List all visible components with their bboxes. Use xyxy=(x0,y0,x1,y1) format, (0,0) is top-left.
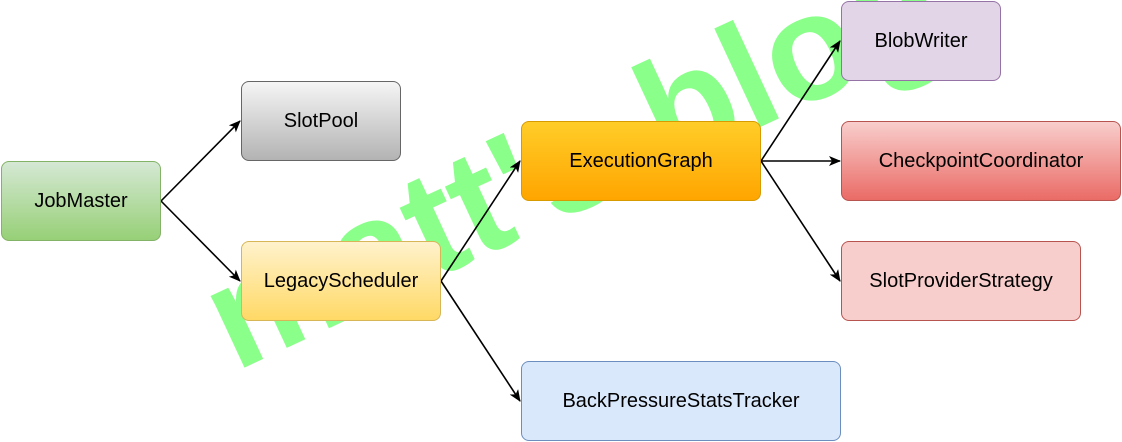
node-jobmaster[interactable]: JobMaster xyxy=(1,161,161,241)
edge-job_master-to-legacy_scheduler xyxy=(160,200,241,282)
edge-legacy_scheduler-to-execution_graph xyxy=(440,160,521,282)
node-label: ExecutionGraph xyxy=(569,149,713,172)
node-slotpool[interactable]: SlotPool xyxy=(241,81,401,161)
node-backpressurestatstracker[interactable]: BackPressureStatsTracker xyxy=(521,361,841,441)
node-checkpointcoordinator[interactable]: CheckpointCoordinator xyxy=(841,121,1121,201)
edge-job_master-to-slot_pool xyxy=(160,120,241,202)
node-blobwriter[interactable]: BlobWriter xyxy=(841,1,1001,81)
node-label: BlobWriter xyxy=(874,29,968,52)
node-label: JobMaster xyxy=(34,189,128,212)
edge-execution_graph-to-slot_provider_strategy xyxy=(760,160,841,282)
node-slotproviderstrategy[interactable]: SlotProviderStrategy xyxy=(841,241,1081,321)
node-label: BackPressureStatsTracker xyxy=(562,389,800,412)
node-executiongraph[interactable]: ExecutionGraph xyxy=(521,121,761,201)
node-label: CheckpointCoordinator xyxy=(878,149,1084,172)
node-label: SlotPool xyxy=(283,109,359,132)
node-label: LegacyScheduler xyxy=(263,269,419,292)
node-legacyscheduler[interactable]: LegacyScheduler xyxy=(241,241,441,321)
edge-execution_graph-to-blob_writer xyxy=(760,40,841,162)
edge-legacy_scheduler-to-back_pressure xyxy=(440,280,521,402)
node-label: SlotProviderStrategy xyxy=(869,269,1053,292)
